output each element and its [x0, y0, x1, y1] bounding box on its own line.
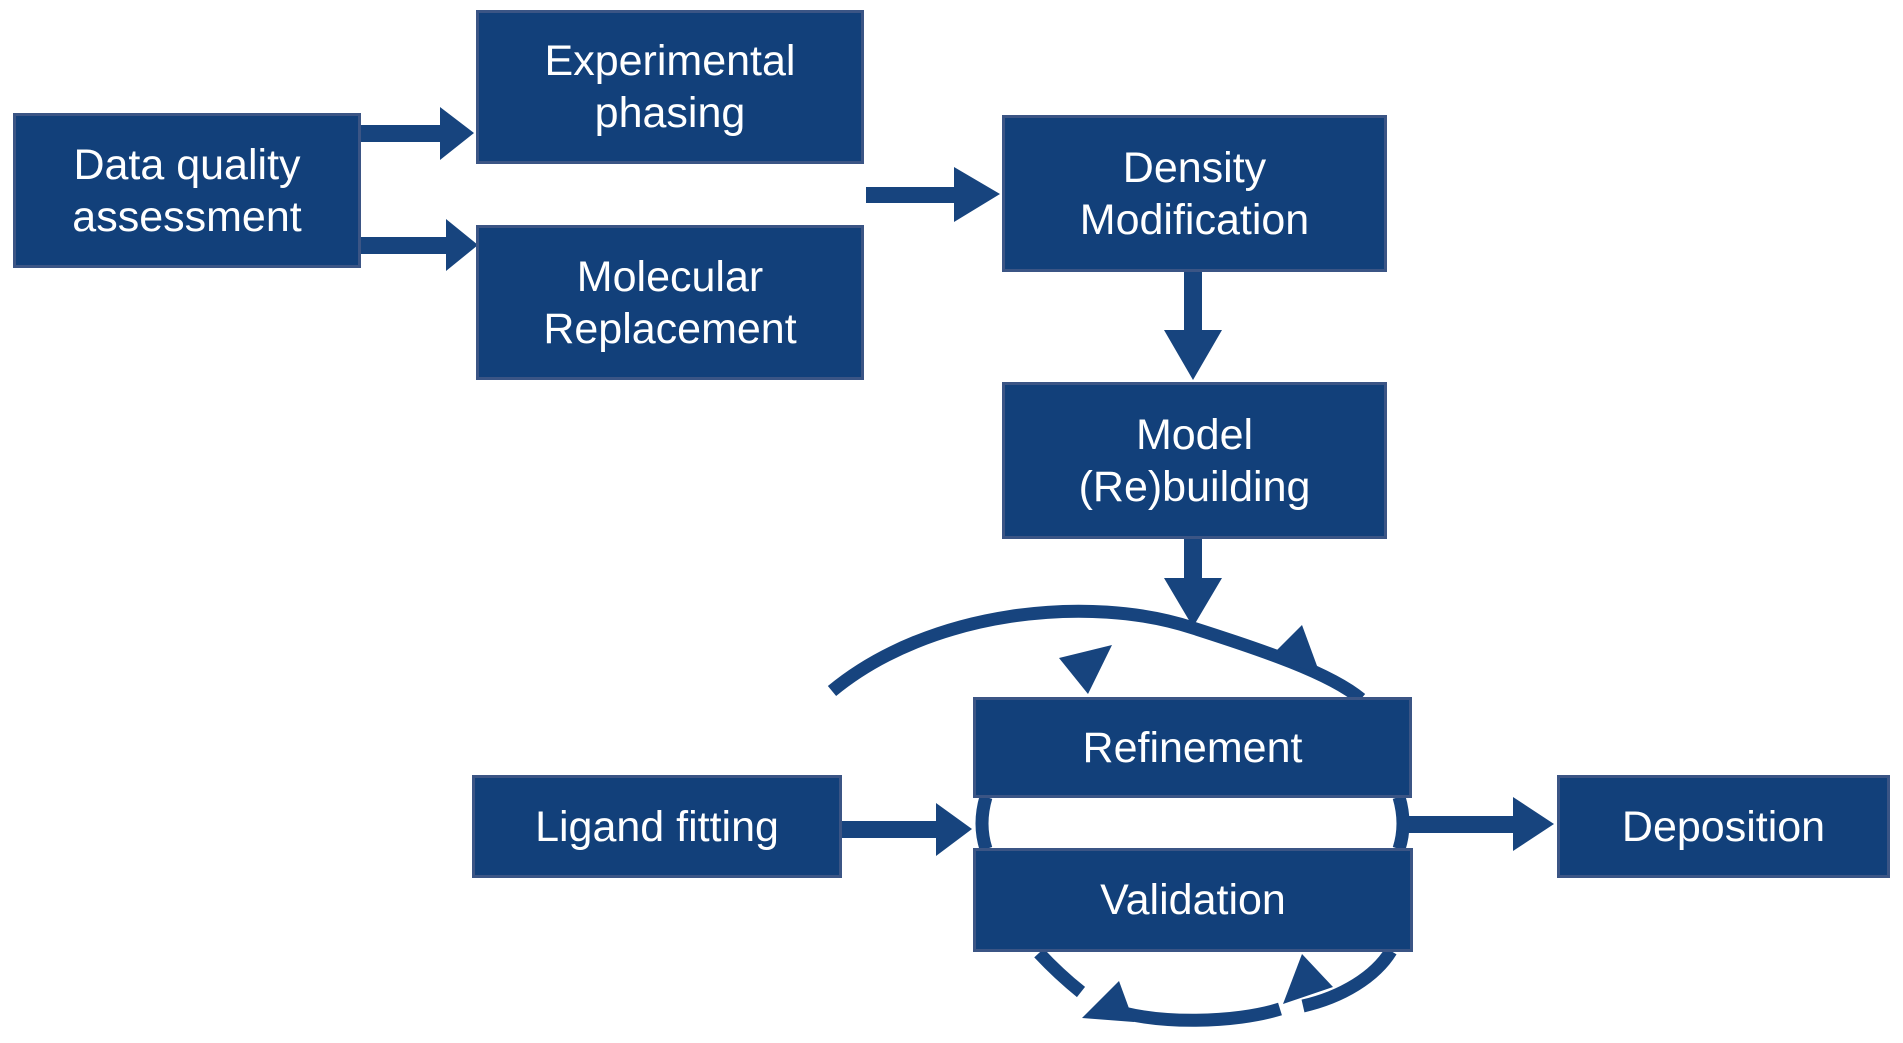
node-label-line: phasing [594, 89, 746, 137]
arrow-model-rebuilding-to-cycle [1164, 539, 1222, 627]
node-label-line: Molecular [576, 252, 764, 301]
node-label-line: Data quality [73, 140, 301, 189]
node-experimental-phasing: Experimental phasing [476, 10, 864, 164]
cycle-arc-left-sliver [975, 795, 993, 851]
node-label-line: Validation [1100, 876, 1286, 924]
arrow-phasing-mr-to-density-modification [866, 167, 1000, 222]
arrow-cycle-to-deposition [1404, 797, 1554, 851]
node-label-line: Experimental [544, 37, 796, 85]
cycle-arrowhead-bottom-left [1082, 981, 1134, 1022]
node-label-line: Replacement [543, 304, 797, 353]
node-data-quality-assessment: Data quality assessment [13, 113, 361, 268]
node-molecular-replacement: Molecular Replacement [476, 225, 864, 380]
node-label-line: assessment [72, 192, 302, 241]
node-label-line: Refinement [1082, 723, 1303, 772]
node-refinement: Refinement [973, 697, 1412, 798]
node-label-line: Model [1135, 410, 1254, 459]
node-label-line: Density [1122, 143, 1267, 192]
node-label-line: Deposition [1621, 802, 1826, 851]
node-model-rebuilding: Model (Re)building [1002, 382, 1387, 539]
cycle-arc-bottom-right [1301, 947, 1397, 1013]
node-deposition: Deposition [1557, 775, 1890, 878]
cycle-arc-bottom [1107, 1002, 1282, 1027]
arrow-data-quality-to-experimental-phasing [361, 107, 474, 160]
node-ligand-fitting: Ligand fitting [472, 775, 842, 878]
node-density-modification: Density Modification [1002, 115, 1387, 272]
node-validation: Validation [973, 848, 1413, 952]
cycle-arrowhead-top-right [1270, 625, 1320, 674]
cycle-arc-bottom-left-tail [1034, 948, 1086, 998]
arrow-data-quality-to-molecular-replacement [361, 219, 478, 271]
node-label-line: (Re)building [1078, 462, 1311, 511]
node-label-line: Modification [1079, 195, 1310, 244]
arrow-density-modification-to-model-rebuilding [1164, 272, 1222, 380]
node-label-line: Ligand fitting [535, 802, 779, 851]
cycle-arrowhead-bottom-right [1283, 954, 1333, 1004]
arrow-ligand-fitting-to-cycle [842, 803, 972, 856]
cycle-arc-right-sliver [1392, 795, 1410, 851]
cycle-arrowhead-top-left [1059, 645, 1112, 694]
